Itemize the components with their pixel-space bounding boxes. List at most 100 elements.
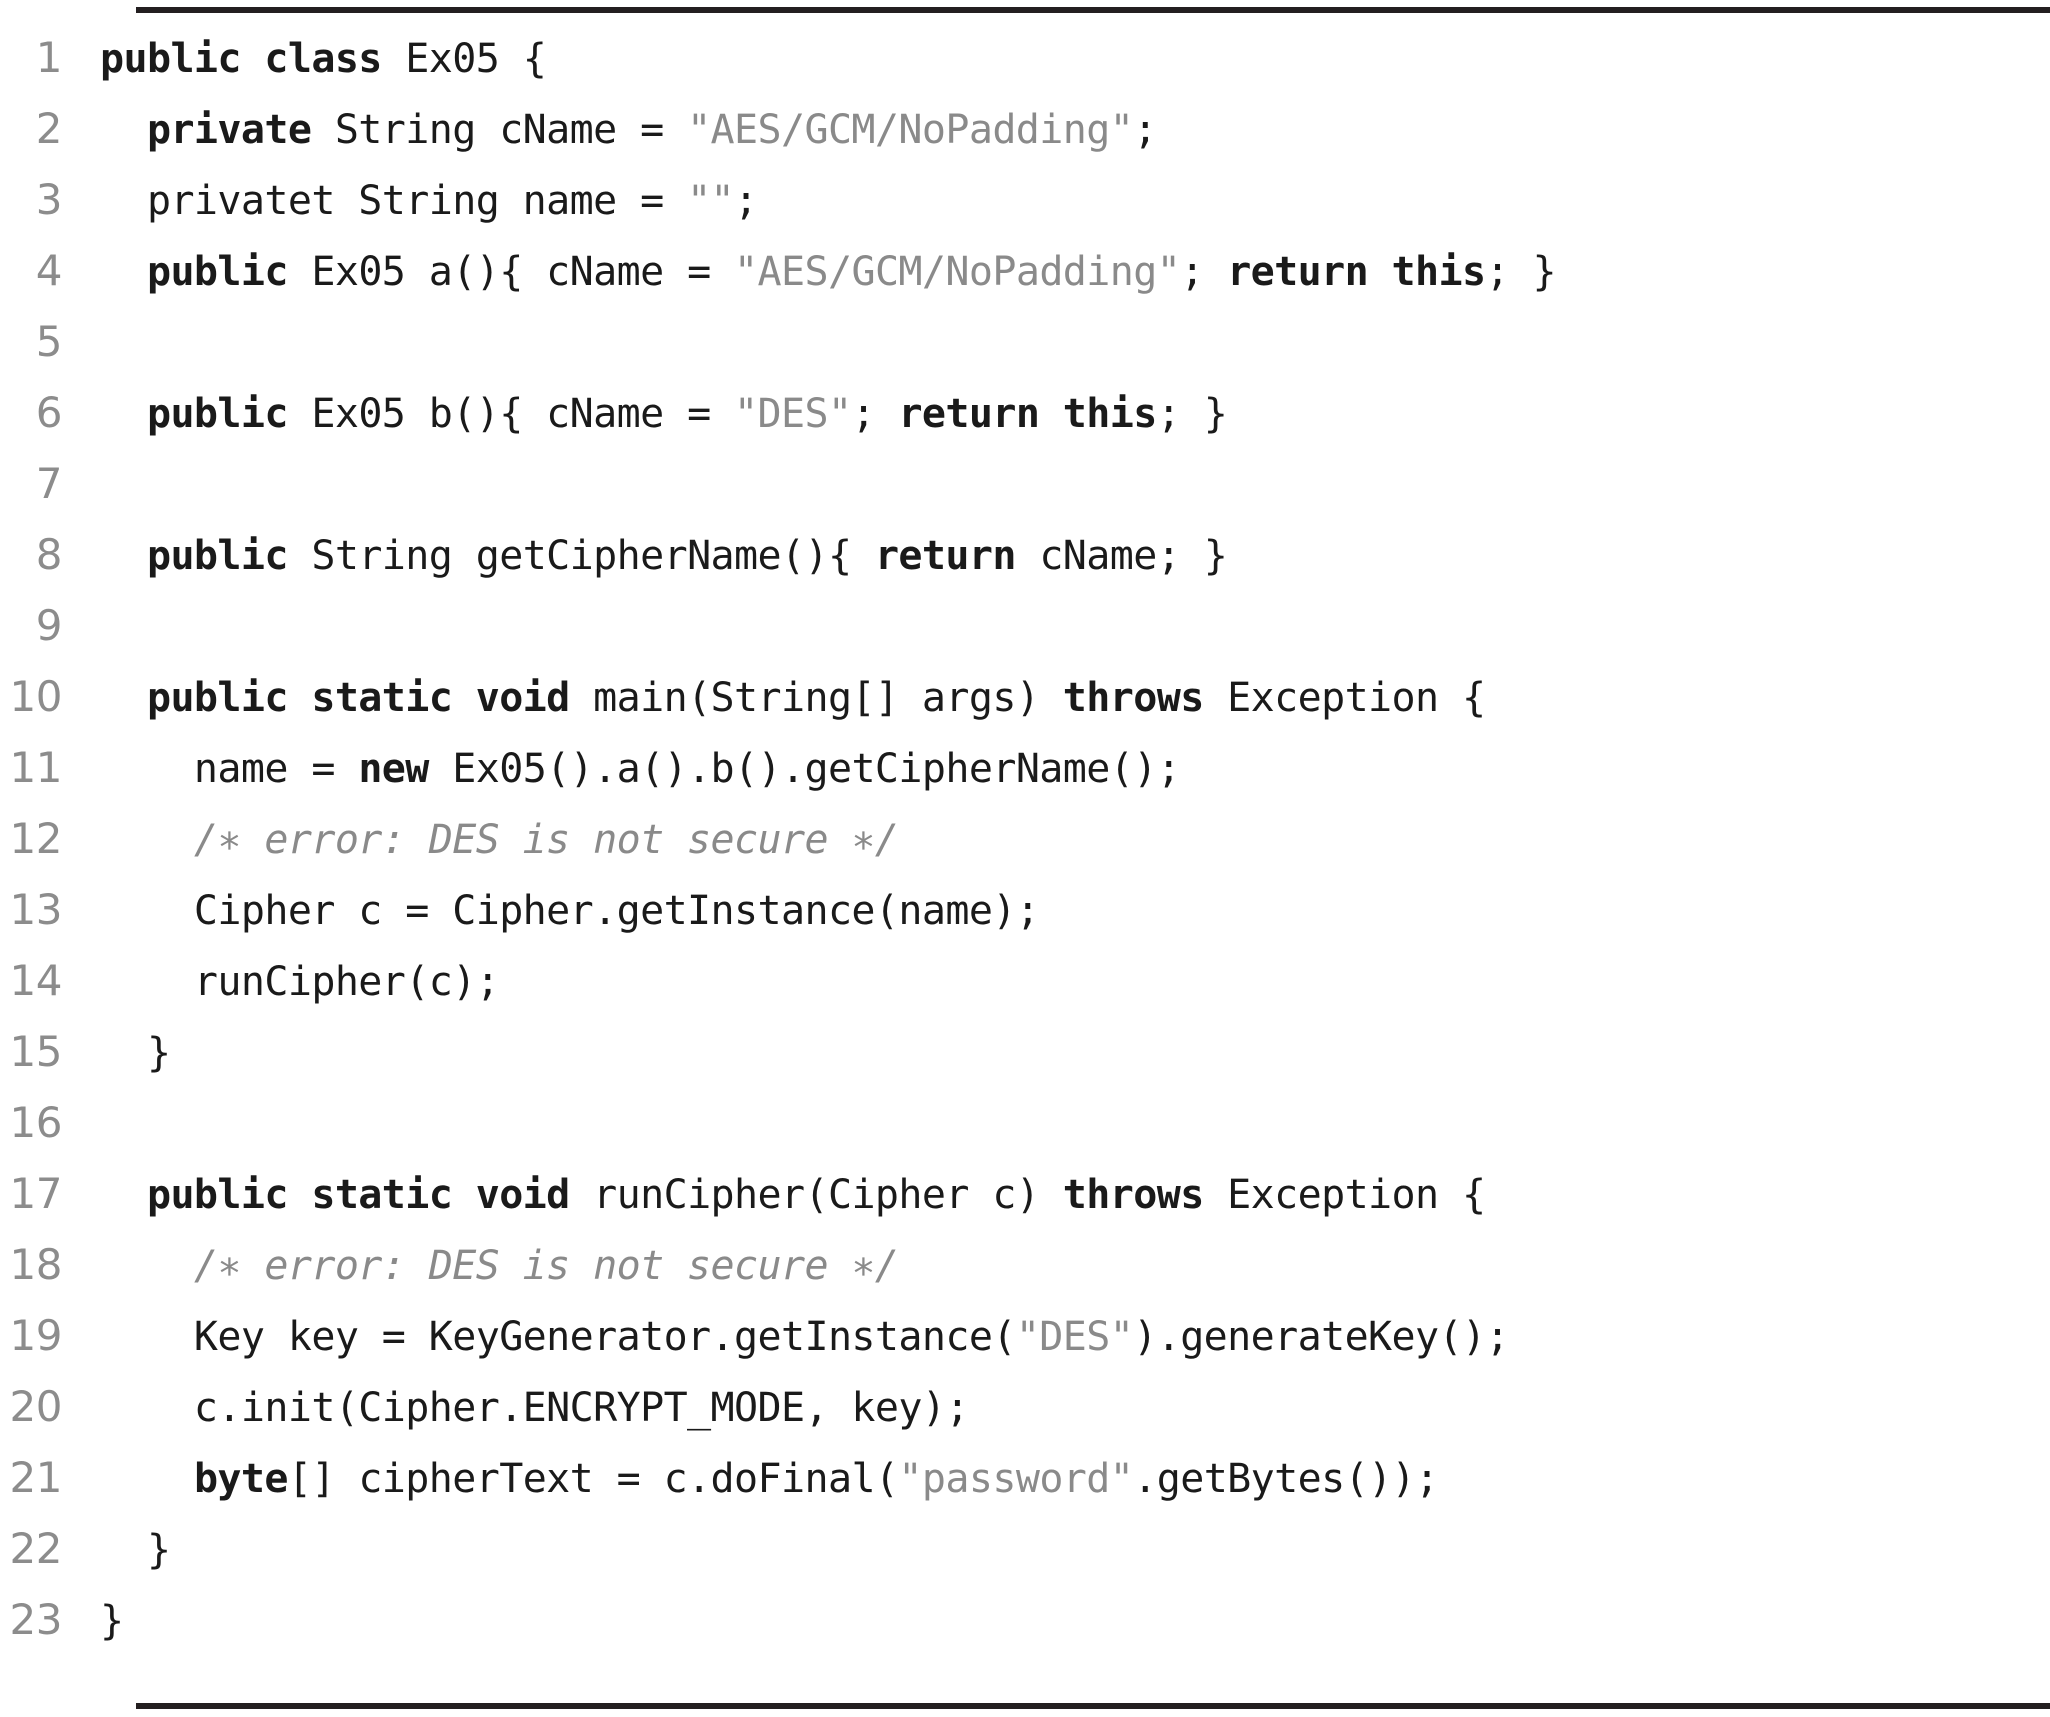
code-line: 20 c.init(Cipher.ENCRYPT_MODE, key); <box>0 1371 2050 1442</box>
code-token-id: privatet String name = <box>100 178 688 224</box>
line-number: 14 <box>9 956 63 1005</box>
line-number: 20 <box>9 1382 63 1431</box>
code-token-str: "DES" <box>1015 1314 1134 1360</box>
code-token-id: ; <box>1133 107 1157 153</box>
code-line: 16 <box>0 1087 2050 1158</box>
line-number: 4 <box>35 246 63 295</box>
code-token-id: } <box>100 1598 124 1644</box>
listing-bottom-rule <box>136 1703 2050 1709</box>
code-line-text: } <box>62 1018 171 1089</box>
code-token-id <box>100 249 147 295</box>
code-line-text: public Ex05 b(){ cName = "DES"; return t… <box>62 379 1228 450</box>
code-token-kw: byte <box>193 1456 289 1502</box>
code-line: 14 runCipher(c); <box>0 945 2050 1016</box>
code-line: 2 private String cName = "AES/GCM/NoPadd… <box>0 93 2050 164</box>
listing-top-rule <box>136 7 2050 13</box>
code-token-id: ; } <box>1485 249 1557 295</box>
code-token-id: Ex05 b(){ cName = <box>287 391 735 437</box>
code-line: 5 <box>0 306 2050 377</box>
code-token-id <box>100 1456 194 1502</box>
code-line: 23} <box>0 1584 2050 1655</box>
code-token-id: Key key = KeyGenerator.getInstance( <box>100 1314 1016 1360</box>
line-number: 9 <box>35 601 63 650</box>
code-line: 8 public String getCipherName(){ return … <box>0 519 2050 590</box>
code-token-id <box>100 391 147 437</box>
code-token-id <box>100 533 147 579</box>
code-token-kw: public <box>146 391 289 437</box>
code-token-id: Ex05 { <box>405 36 547 82</box>
line-number: 23 <box>9 1595 63 1644</box>
code-token-id: main(String[] args) <box>569 675 1063 721</box>
code-token-id: runCipher(c); <box>100 959 500 1005</box>
code-token-str: "password" <box>898 1456 1134 1502</box>
code-line-text: public Ex05 a(){ cName = "AES/GCM/NoPadd… <box>62 237 1557 308</box>
code-line: 13 Cipher c = Cipher.getInstance(name); <box>0 874 2050 945</box>
code-token-kw: return this <box>1227 249 1486 295</box>
line-number: 15 <box>9 1027 63 1076</box>
code-line-text: name = new Ex05().a().b().getCipherName(… <box>62 734 1181 805</box>
code-token-id: c.init(Cipher.ENCRYPT_MODE, key); <box>100 1385 970 1431</box>
code-token-str: "" <box>687 178 735 224</box>
code-line-text: Key key = KeyGenerator.getInstance("DES"… <box>62 1302 1510 1373</box>
code-token-cmt: /∗ error: DES is not secure ∗/ <box>193 1243 899 1289</box>
line-number: 5 <box>35 317 63 366</box>
code-line: 4 public Ex05 a(){ cName = "AES/GCM/NoPa… <box>0 235 2050 306</box>
code-token-kw: public static void <box>146 675 570 721</box>
code-token-kw: public static void <box>146 1172 570 1218</box>
line-number: 21 <box>9 1453 63 1502</box>
code-token-id: Exception { <box>1203 675 1486 721</box>
line-number: 10 <box>9 672 63 721</box>
line-number: 7 <box>35 459 63 508</box>
code-token-id: String getCipherName(){ <box>287 533 875 579</box>
code-token-id: ; <box>734 178 758 224</box>
code-line-text: public class Ex05 { <box>62 24 547 95</box>
line-number: 13 <box>9 885 63 934</box>
code-token-id: name = <box>100 746 359 792</box>
line-number: 2 <box>35 104 63 153</box>
code-token-cmt: /∗ error: DES is not secure ∗/ <box>193 817 899 863</box>
code-line: 11 name = new Ex05().a().b().getCipherNa… <box>0 732 2050 803</box>
code-token-kw: throws <box>1062 675 1205 721</box>
line-number: 22 <box>9 1524 63 1573</box>
code-token-id: [] cipherText = c.doFinal( <box>287 1456 899 1502</box>
code-token-id: Exception { <box>1203 1172 1486 1218</box>
code-token-id: Ex05().a().b().getCipherName(); <box>428 746 1181 792</box>
code-line-text: /∗ error: DES is not secure ∗/ <box>62 1231 899 1302</box>
code-line: 3 privatet String name = ""; <box>0 164 2050 235</box>
line-number: 1 <box>35 33 63 82</box>
code-line-text: public String getCipherName(){ return cN… <box>62 521 1228 592</box>
code-token-str: "AES/GCM/NoPadding" <box>734 249 1181 295</box>
code-line: 7 <box>0 448 2050 519</box>
code-token-kw: private <box>146 107 312 153</box>
code-token-id: } <box>100 1527 171 1573</box>
code-line-text: c.init(Cipher.ENCRYPT_MODE, key); <box>62 1373 970 1444</box>
code-token-id <box>100 675 147 721</box>
code-token-kw: public class <box>100 36 406 82</box>
code-line: 18 /∗ error: DES is not secure ∗/ <box>0 1229 2050 1300</box>
code-token-id: .getBytes()); <box>1133 1456 1439 1502</box>
code-line: 19 Key key = KeyGenerator.getInstance("D… <box>0 1300 2050 1371</box>
line-number: 6 <box>35 388 63 437</box>
code-token-id <box>100 1243 194 1289</box>
code-line-text: runCipher(c); <box>62 947 500 1018</box>
code-line-text: public static void main(String[] args) t… <box>62 663 1486 734</box>
line-number: 12 <box>9 814 63 863</box>
code-line: 21 byte[] cipherText = c.doFinal("passwo… <box>0 1442 2050 1513</box>
line-number: 19 <box>9 1311 63 1360</box>
code-token-id: runCipher(Cipher c) <box>569 1172 1063 1218</box>
line-number: 11 <box>9 743 63 792</box>
code-token-id <box>100 107 147 153</box>
code-token-id: ; <box>851 391 899 437</box>
code-token-kw: new <box>358 746 429 792</box>
code-token-id <box>100 1172 147 1218</box>
code-token-kw: public <box>146 533 289 579</box>
code-line: 6 public Ex05 b(){ cName = "DES"; return… <box>0 377 2050 448</box>
code-line-text: public static void runCipher(Cipher c) t… <box>62 1160 1486 1231</box>
code-token-id: cName; } <box>1015 533 1228 579</box>
code-line: 22 } <box>0 1513 2050 1584</box>
code-line: 15 } <box>0 1016 2050 1087</box>
code-line: 12 /∗ error: DES is not secure ∗/ <box>0 803 2050 874</box>
line-number: 18 <box>9 1240 63 1289</box>
